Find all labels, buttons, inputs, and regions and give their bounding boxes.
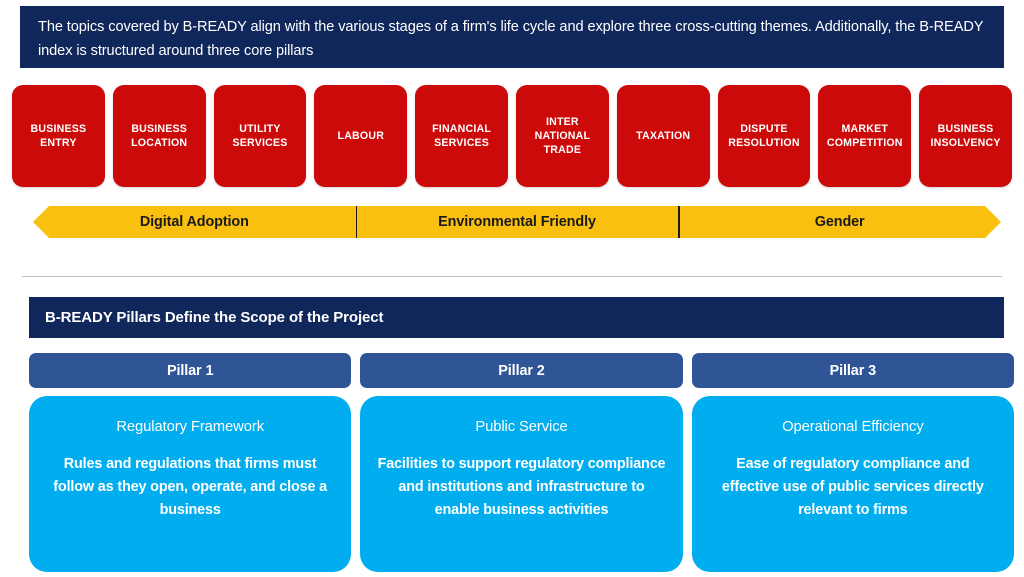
topic-label: UTILITY SERVICES <box>232 123 288 149</box>
pillar-tab-label: Pillar 3 <box>829 362 877 379</box>
pillar-card-title: Regulatory Framework <box>116 419 264 435</box>
pillar-card-body: Facilities to support regulatory complia… <box>377 456 666 518</box>
topic-label: BUSINESS INSOLVENCY <box>930 123 1001 149</box>
topic-label: DISPUTE RESOLUTION <box>728 123 800 149</box>
theme-segment-environmental-friendly[interactable]: Environmental Friendly <box>356 206 679 238</box>
pillar-card-1[interactable]: Regulatory Framework Rules and regulatio… <box>29 396 352 572</box>
pillars-header-title: B-READY Pillars Define the Scope of the … <box>45 309 384 326</box>
intro-text: The topics covered by B-READY align with… <box>38 19 984 59</box>
topic-box-business-insolvency[interactable]: BUSINESS INSOLVENCY <box>919 85 1012 187</box>
pillar-card-title: Public Service <box>475 419 568 435</box>
pillar-tab-1[interactable]: Pillar 1 <box>29 353 352 388</box>
theme-label: Environmental Friendly <box>438 214 596 230</box>
topic-box-financial-services[interactable]: FINANCIAL SERVICES <box>415 85 508 187</box>
topic-box-international-trade[interactable]: INTER NATIONAL TRADE <box>515 85 609 187</box>
topic-label: FINANCIAL SERVICES <box>432 123 492 149</box>
topic-box-market-competition[interactable]: MARKET COMPETITION <box>818 85 912 187</box>
pillar-tab-2[interactable]: Pillar 2 <box>360 353 683 388</box>
topic-box-business-location[interactable]: BUSINESS LOCATION <box>112 85 206 187</box>
pillar-card-2[interactable]: Public Service Facilities to support reg… <box>360 396 683 572</box>
pillar-tab-label: Pillar 1 <box>166 362 214 379</box>
pillar-column-2: Pillar 2 Public Service Facilities to su… <box>360 353 683 572</box>
topic-box-taxation[interactable]: TAXATION <box>616 85 710 187</box>
theme-segment-digital-adoption[interactable]: Digital Adoption <box>33 206 356 238</box>
topic-label: LABOUR <box>337 130 385 142</box>
theme-segment-gender[interactable]: Gender <box>678 206 1001 238</box>
topic-label: MARKET COMPETITION <box>826 123 903 149</box>
topic-box-dispute-resolution[interactable]: DISPUTE RESOLUTION <box>717 85 811 187</box>
topic-label: BUSINESS ENTRY <box>30 123 87 149</box>
pillar-card-title: Operational Efficiency <box>782 419 924 435</box>
pillar-card-body: Rules and regulations that firms must fo… <box>53 456 328 518</box>
pillar-column-1: Pillar 1 Regulatory Framework Rules and … <box>29 353 352 572</box>
pillars-row: Pillar 1 Regulatory Framework Rules and … <box>29 353 1014 572</box>
cross-cutting-themes-arrow: Digital Adoption Environmental Friendly … <box>33 206 1001 238</box>
pillar-card-3[interactable]: Operational Efficiency Ease of regulator… <box>691 396 1014 572</box>
theme-label: Digital Adoption <box>139 214 249 230</box>
topic-box-utility-services[interactable]: UTILITY SERVICES <box>213 85 307 187</box>
pillar-tab-label: Pillar 2 <box>498 362 545 379</box>
topic-label: TAXATION <box>636 130 691 142</box>
topic-box-business-entry[interactable]: BUSINESS ENTRY <box>12 85 105 187</box>
theme-label: Gender <box>814 214 865 230</box>
pillar-card-body: Ease of regulatory compliance and effect… <box>721 456 984 518</box>
pillars-section-header: B-READY Pillars Define the Scope of the … <box>29 297 1004 338</box>
pillar-column-3: Pillar 3 Operational Efficiency Ease of … <box>691 353 1014 572</box>
topics-row: BUSINESS ENTRY BUSINESS LOCATION UTILITY… <box>12 85 1012 187</box>
pillar-tab-3[interactable]: Pillar 3 <box>691 353 1014 388</box>
topic-label: INTER NATIONAL TRADE <box>534 116 591 156</box>
topic-box-labour[interactable]: LABOUR <box>314 85 408 187</box>
section-divider <box>22 276 1002 277</box>
intro-banner: The topics covered by B-READY align with… <box>20 6 1004 68</box>
topic-label: BUSINESS LOCATION <box>131 123 188 149</box>
